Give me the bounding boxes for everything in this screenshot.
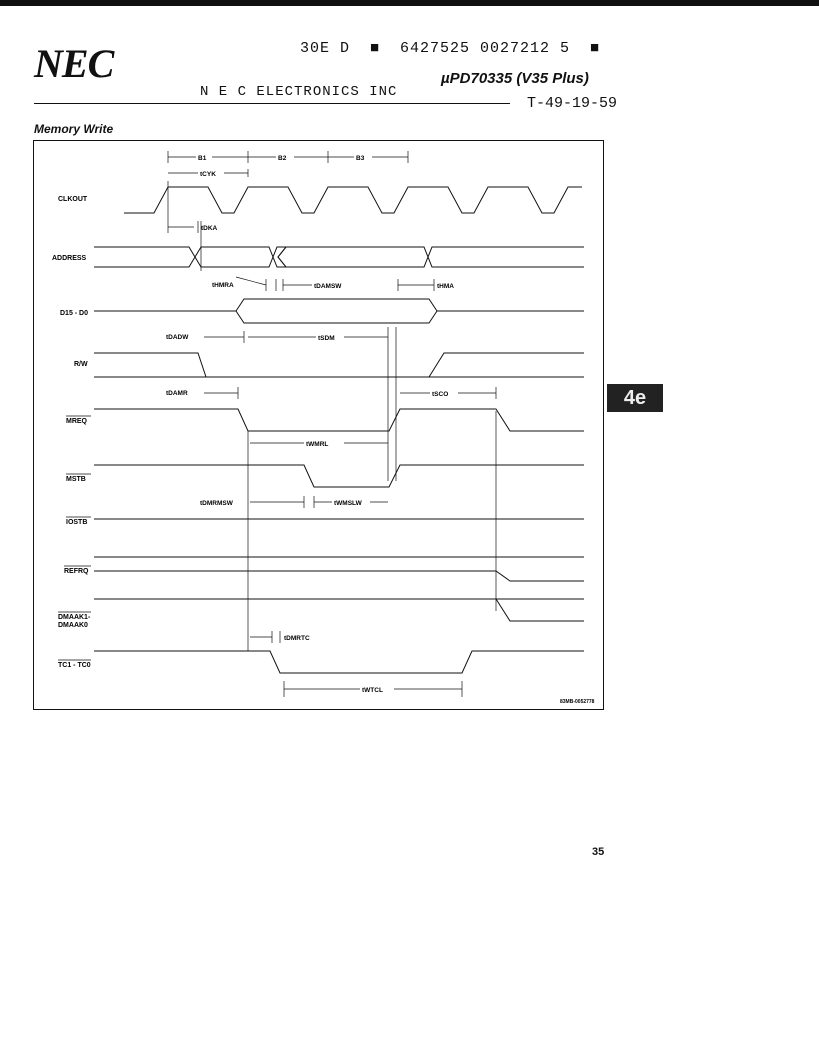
barcode-text: 30E D ■ 6427525 0027212 5 ■ <box>300 40 601 57</box>
signal-mreq: MREQ <box>66 418 88 425</box>
timing-diagram: B1 B2 B3 tCYK CLKOUT tDKA ADDRESS tHMRA … <box>52 151 595 705</box>
figure-code: 83MB-0052778 <box>560 699 595 705</box>
timing-tcyk: tCYK <box>200 171 216 178</box>
signal-mstb: MSTB <box>66 476 86 483</box>
waveform-mreq <box>94 408 584 432</box>
state-b2: B2 <box>278 155 287 162</box>
waveform-address <box>94 246 584 268</box>
nec-logo: NEC <box>34 41 114 86</box>
company-name: N E C ELECTRONICS INC <box>200 84 398 100</box>
waveform-refrq <box>94 556 584 582</box>
section-tab: 4e <box>607 384 663 412</box>
signal-data: D15 - D0 <box>60 310 88 317</box>
timing-thmra: tHMRA <box>212 282 234 289</box>
top-border <box>0 0 819 6</box>
timing-diagram-frame: B1 B2 B3 tCYK CLKOUT tDKA ADDRESS tHMRA … <box>33 140 604 710</box>
state-b1: B1 <box>198 155 207 162</box>
section-title: Memory Write <box>34 122 114 136</box>
signal-tc: TC1 - TC0 <box>58 662 91 669</box>
state-markers: B1 B2 B3 <box>167 151 409 163</box>
timing-tsco: tSCO <box>432 391 448 398</box>
timing-tdmrmsw: tDMRMSW <box>200 500 234 507</box>
part-number: µPD70335 (V35 Plus) <box>441 70 589 87</box>
waveform-dmaak <box>94 598 584 622</box>
signal-rw: R/W <box>74 361 88 368</box>
doc-number: T-49-19-59 <box>527 95 618 112</box>
waveform-clkout <box>124 186 582 214</box>
state-b3: B3 <box>356 155 365 162</box>
timing-tdadw: tDADW <box>166 334 189 341</box>
timing-twmslw: tWMSLW <box>334 500 363 507</box>
signal-address: ADDRESS <box>52 255 87 262</box>
timing-tdka: tDKA <box>201 225 218 232</box>
waveform-mstb <box>94 464 584 488</box>
page-number: 35 <box>592 846 605 858</box>
signal-refrq: REFRQ <box>64 568 89 575</box>
timing-twmrl: tWMRL <box>306 441 328 448</box>
signal-iostb: IOSTB <box>66 519 87 526</box>
timing-tdmrtc: tDMRTC <box>284 635 310 642</box>
timing-tsdm: tSDM <box>318 335 335 342</box>
signal-dmaak0: DMAAK0 <box>58 622 88 629</box>
waveform-rw <box>94 352 584 378</box>
header-rule <box>34 103 510 104</box>
waveform-data <box>94 298 584 324</box>
timing-tdamsw: tDAMSW <box>314 283 342 290</box>
signal-dmaak1: DMAAK1- <box>58 614 91 621</box>
timing-thma: tHMA <box>437 283 454 290</box>
waveform-tc <box>94 650 584 674</box>
timing-twtcl: tWTCL <box>362 687 383 694</box>
timing-tdamr: tDAMR <box>166 390 188 397</box>
signal-clkout: CLKOUT <box>58 196 88 203</box>
